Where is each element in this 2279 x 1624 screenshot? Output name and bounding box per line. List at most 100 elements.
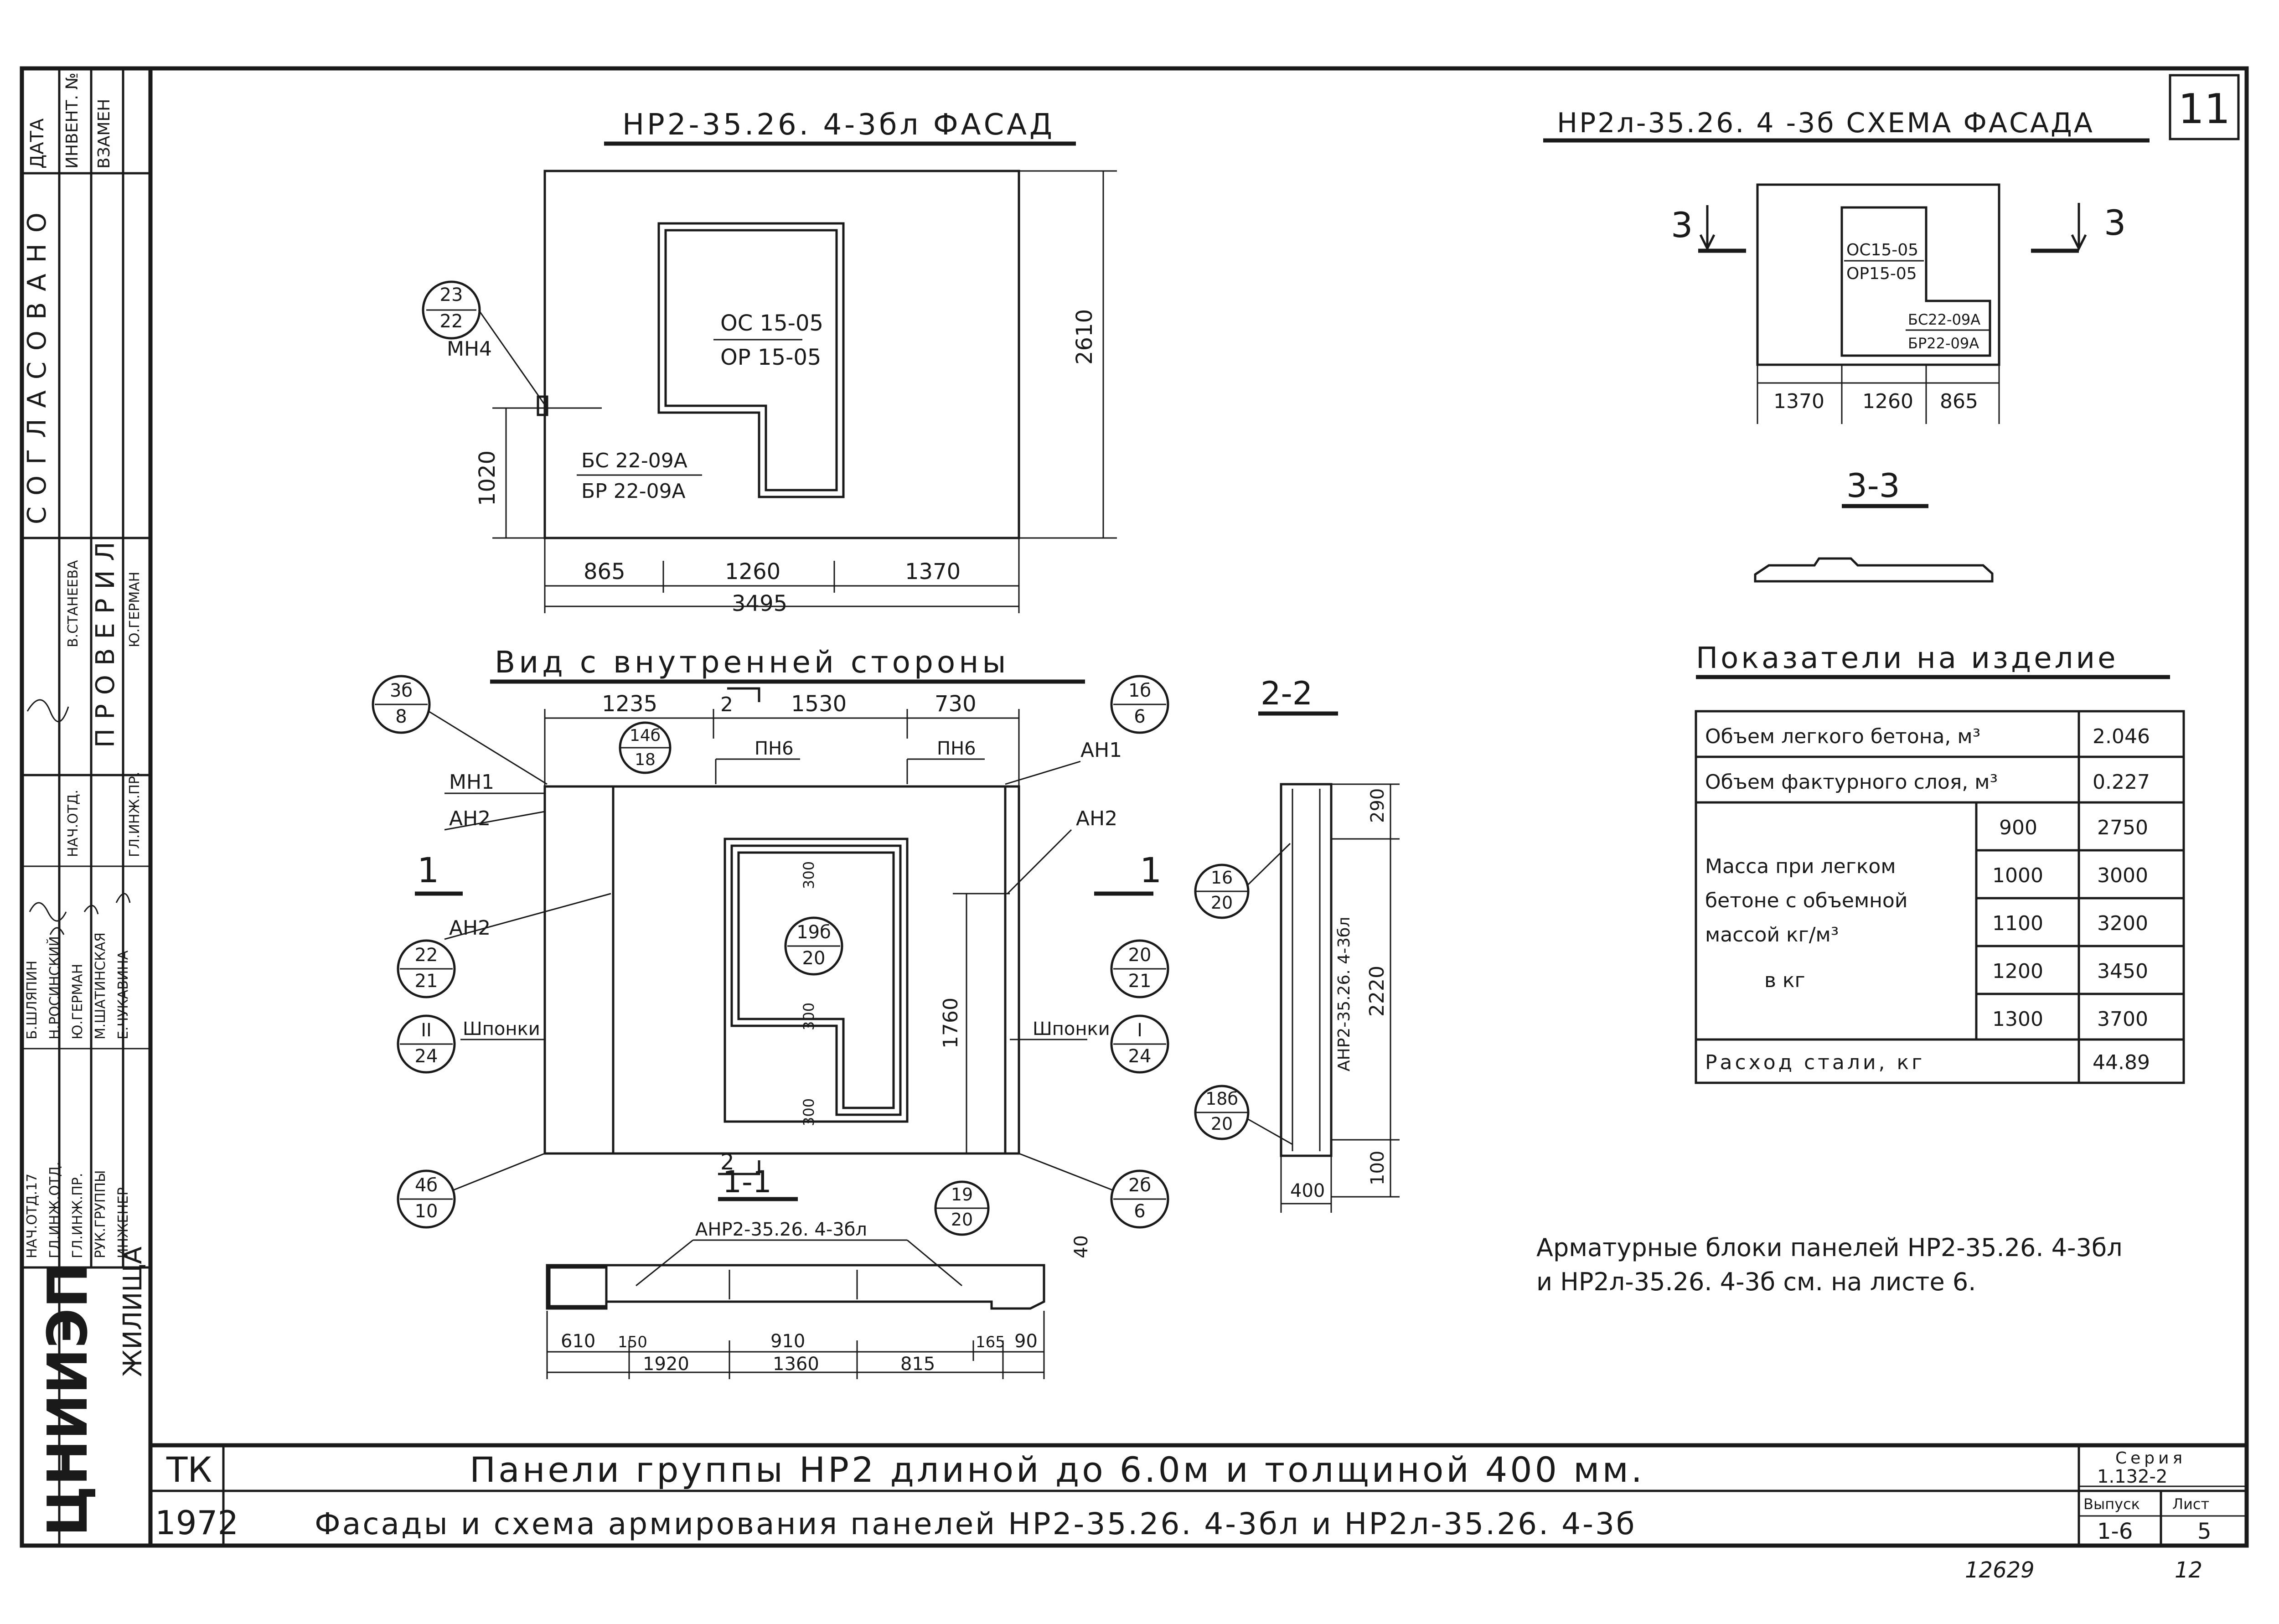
scheme-view: НР2л-35.26. 4 -3б СХЕМА ФАСАДА ОС15-05 О… (1543, 107, 2150, 583)
facade-door-top: БС 22-09А (581, 449, 687, 472)
inner-label-pn1: ПН6 (754, 738, 794, 759)
scheme-door-top: БС22-09А (1908, 311, 1980, 328)
stamp-checker-role-2: ГЛ.ИНЖ.ПР. (127, 772, 143, 857)
title-block-sheet-value: 5 (2197, 1519, 2212, 1544)
facade-opening-outer (657, 222, 845, 498)
section-11-dim-6: 1920 (643, 1354, 689, 1375)
inner-callout-6-bottom: 24 (415, 1046, 438, 1067)
inner-callout-1-top: 3б (390, 680, 413, 701)
title-block-code: ТК (166, 1449, 212, 1490)
inner-callout-3-bottom: 6 (1134, 706, 1145, 727)
inner-top-dim-3: 730 (935, 691, 977, 717)
inner-callout-8-bottom: 24 (1128, 1046, 1152, 1067)
inner-label-pn2: ПН6 (937, 738, 976, 759)
section-11-dim-1: 610 (561, 1331, 595, 1352)
facade-door-bottom: БР 22-09А (581, 480, 686, 503)
stamp-checker-1: В.СТАНЕЕВА (65, 560, 81, 647)
title-block-issue-value: 1-6 (2097, 1519, 2133, 1544)
section-11-dim-2: 150 (618, 1333, 647, 1351)
section-11-title: 1-1 (723, 1164, 772, 1200)
inner-opening-dim-3: 300 (800, 1098, 817, 1126)
scheme-section-profile (1754, 557, 1994, 583)
scheme-dim-2: 1260 (1862, 390, 1913, 413)
stamp-role-4: РУК.ГРУППЫ (93, 1170, 109, 1258)
left-stamp: ДАТА ИНВЕНТ. № ВЗАМЕН СОГЛАСОВАНО ПРОВЕР… (22, 68, 150, 1546)
section-22-width: 400 (1290, 1180, 1325, 1201)
inner-callout-8-top: I (1137, 1020, 1142, 1041)
section-11-profile (546, 1264, 1045, 1310)
density-3: 1100 (1992, 912, 2043, 935)
title-block: ТК 1972 Панели группы НР2 длиной до 6.0м… (150, 1443, 2247, 1546)
indicators-row-1-label: Объем легкого бетона, м³ (1705, 725, 1980, 748)
scheme-dim-1: 1370 (1773, 390, 1824, 413)
inner-callout-10-bottom: 6 (1134, 1201, 1145, 1222)
section-11-dim-8: 815 (900, 1354, 935, 1375)
section-11-callout-bottom: 20 (951, 1210, 973, 1230)
section-2-2: 2-2 АНР2-35.26. 4-3бл 290 2220 100 400 1… (1194, 675, 1400, 1213)
section-11-dim-7: 1360 (773, 1354, 819, 1375)
section-22-block-label: АНР2-35.26. 4-3бл (1335, 917, 1354, 1071)
facade-callout-top: 23 (440, 284, 463, 305)
mass-2: 3000 (2097, 864, 2148, 887)
inner-keys-right: Шпонки (1033, 1019, 1110, 1040)
indicators-mass-label-3: массой кг/м³ (1705, 923, 1839, 946)
inner-callout-1-bottom: 8 (395, 706, 407, 727)
scheme-door-bottom: БР22-09А (1908, 335, 1979, 352)
section-1-1: 1-1 2 АНР2-35.26. 4-3бл 40 19 20 610 150… (546, 1149, 1092, 1379)
inner-opening-dim-2: 300 (800, 1003, 817, 1030)
inner-callout-7-top: 20 (1128, 945, 1152, 966)
indicators-title: Показатели на изделие (1696, 641, 2118, 675)
facade-left-dim: 1020 (475, 450, 500, 506)
inner-opening-dim-1: 300 (800, 861, 817, 889)
sheet-number-box (2169, 74, 2240, 140)
facade-window-bottom: ОР 15-05 (720, 345, 821, 370)
scheme-window-bottom: ОР15-05 (1846, 264, 1917, 283)
section-22-callout-1-bottom: 20 (1211, 893, 1233, 913)
facade-dim-1: 865 (584, 559, 625, 584)
stamp-role-3: ГЛ.ИНЖ.ПР. (70, 1173, 86, 1258)
stamp-role-2: ГЛ.ИНЖ.ОТД. (47, 1162, 63, 1258)
indicators-table: Показатели на изделие Объем легкого бето… (1695, 641, 2185, 1084)
stamp-agreed-label: СОГЛАСОВАНО (22, 202, 52, 524)
inner-cut-left: 1 (417, 850, 439, 890)
scheme-opening (1840, 206, 1991, 357)
inner-label-an1: АН1 (1080, 739, 1122, 762)
stamp-checker-2: Ю.ГЕРМАН (127, 572, 143, 647)
inner-callout-7-bottom: 21 (1128, 971, 1152, 992)
stamp-inventory-label: ИНВЕНТ. № (63, 72, 82, 169)
facade-dim-3: 1370 (905, 559, 961, 584)
inner-section-mark: 2 (720, 693, 733, 716)
inner-height-dim: 1760 (939, 998, 962, 1049)
indicators-row-2-label: Объем фактурного слоя, м³ (1705, 771, 1998, 794)
scheme-title: НР2л-35.26. 4 -3б СХЕМА ФАСАДА (1557, 107, 2094, 139)
stamp-org-logo: ЦНИИЭП (36, 1262, 100, 1536)
inner-callout-5-top: 22 (415, 945, 438, 966)
inner-callout-2-top: 14б (630, 726, 661, 745)
inner-top-dim-1: 1235 (602, 691, 657, 717)
inner-view-title: Вид с внутренней стороны (495, 645, 1010, 680)
inner-label-an2a: АН2 (449, 807, 491, 830)
facade-callout-label: МН4 (447, 337, 492, 361)
mass-1: 2750 (2097, 816, 2148, 839)
facade-callout-bottom: 22 (440, 311, 463, 332)
mass-4: 3450 (2097, 960, 2148, 983)
indicators-mass-label-4: в кг (1764, 969, 1805, 992)
section-22-callout-2-top: 18б (1205, 1089, 1238, 1109)
mass-5: 3700 (2097, 1008, 2148, 1031)
inner-top-dim-2: 1530 (791, 691, 847, 717)
scheme-panel (1756, 183, 2000, 366)
stamp-name-4: М.ШАТИНСКАЯ (93, 932, 109, 1040)
inner-callout-4-top: 19б (796, 922, 831, 943)
title-block-title-2: Фасады и схема армирования панелей НР2-3… (315, 1506, 1637, 1541)
stamp-name-3: Ю.ГЕРМАН (70, 964, 86, 1040)
indicators-row-2-value: 0.227 (2093, 771, 2150, 794)
indicators-steel-label: Расход стали, кг (1705, 1051, 1925, 1074)
density-5: 1300 (1992, 1008, 2043, 1031)
inner-callout-9-bottom: 10 (415, 1201, 438, 1222)
stamp-date-label: ДАТА (27, 118, 48, 169)
title-block-sheet-label: Лист (2172, 1495, 2209, 1513)
density-4: 1200 (1992, 960, 2043, 983)
title-block-series-label: Серия (2115, 1449, 2186, 1468)
inner-label-mn1: МН1 (449, 771, 494, 794)
